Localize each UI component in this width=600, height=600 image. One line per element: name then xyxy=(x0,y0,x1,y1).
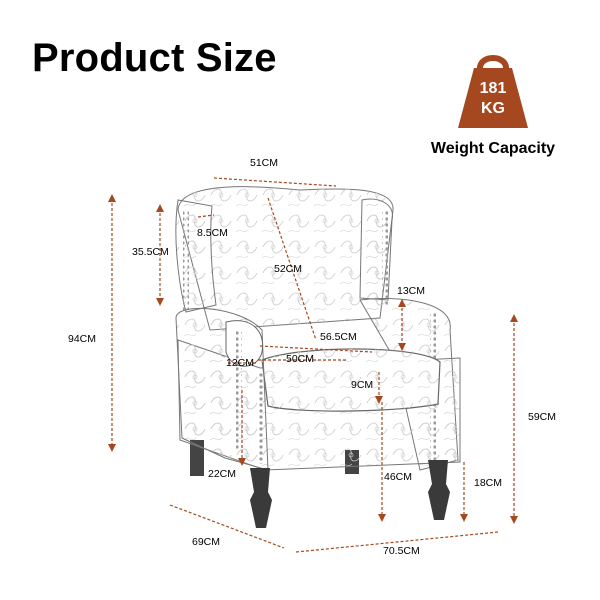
dimension-cushion-thickness: 9CM xyxy=(351,379,374,391)
dimension-arrowheads xyxy=(108,194,518,524)
left-arm-studs xyxy=(236,330,242,450)
dimension-seat-width: 50CM xyxy=(286,353,315,365)
dimension-wing-depth: 8.5CM xyxy=(197,227,228,239)
front-left-studs xyxy=(258,372,264,464)
page-title: Product Size xyxy=(32,36,277,80)
seat-cushion-fabric xyxy=(262,348,440,412)
dimension-seat-depth: 56.5CM xyxy=(320,331,357,343)
front-right-leg xyxy=(428,460,450,520)
weight-capacity-badge: 181 KG xyxy=(452,48,534,132)
kettlebell-weight-icon xyxy=(458,55,528,128)
front-left-leg xyxy=(250,468,272,528)
dimension-total-depth: 69CM xyxy=(192,536,221,548)
right-wing-studs xyxy=(382,210,388,305)
dimension-leg-height: 18CM xyxy=(474,477,503,489)
weight-capacity-caption: Weight Capacity xyxy=(430,140,556,157)
weight-value: 181 xyxy=(479,80,507,97)
back-left-leg xyxy=(190,440,204,476)
dimension-seat-to-base: 22CM xyxy=(208,468,237,480)
left-wing xyxy=(175,199,217,313)
dimension-arm-width: 12CM xyxy=(226,357,255,369)
left-wing-studs xyxy=(183,210,189,310)
dimension-total-width: 70.5CM xyxy=(383,545,420,557)
dimension-leg-to-seat: 46CM xyxy=(384,471,413,483)
dimension-top-width: 51CM xyxy=(250,157,279,169)
dimension-lines xyxy=(111,177,515,553)
weight-unit: KG xyxy=(481,100,505,117)
dimension-total-height: 94CM xyxy=(68,333,97,345)
dimension-seat-height: 59CM xyxy=(528,411,557,423)
dimension-back-height: 52CM xyxy=(274,263,303,275)
left-arm-roll xyxy=(225,320,264,367)
chair-back-fabric xyxy=(178,186,394,330)
dimension-arm-height: 13CM xyxy=(397,285,426,297)
dimension-wing-height: 35.5CM xyxy=(132,246,169,258)
